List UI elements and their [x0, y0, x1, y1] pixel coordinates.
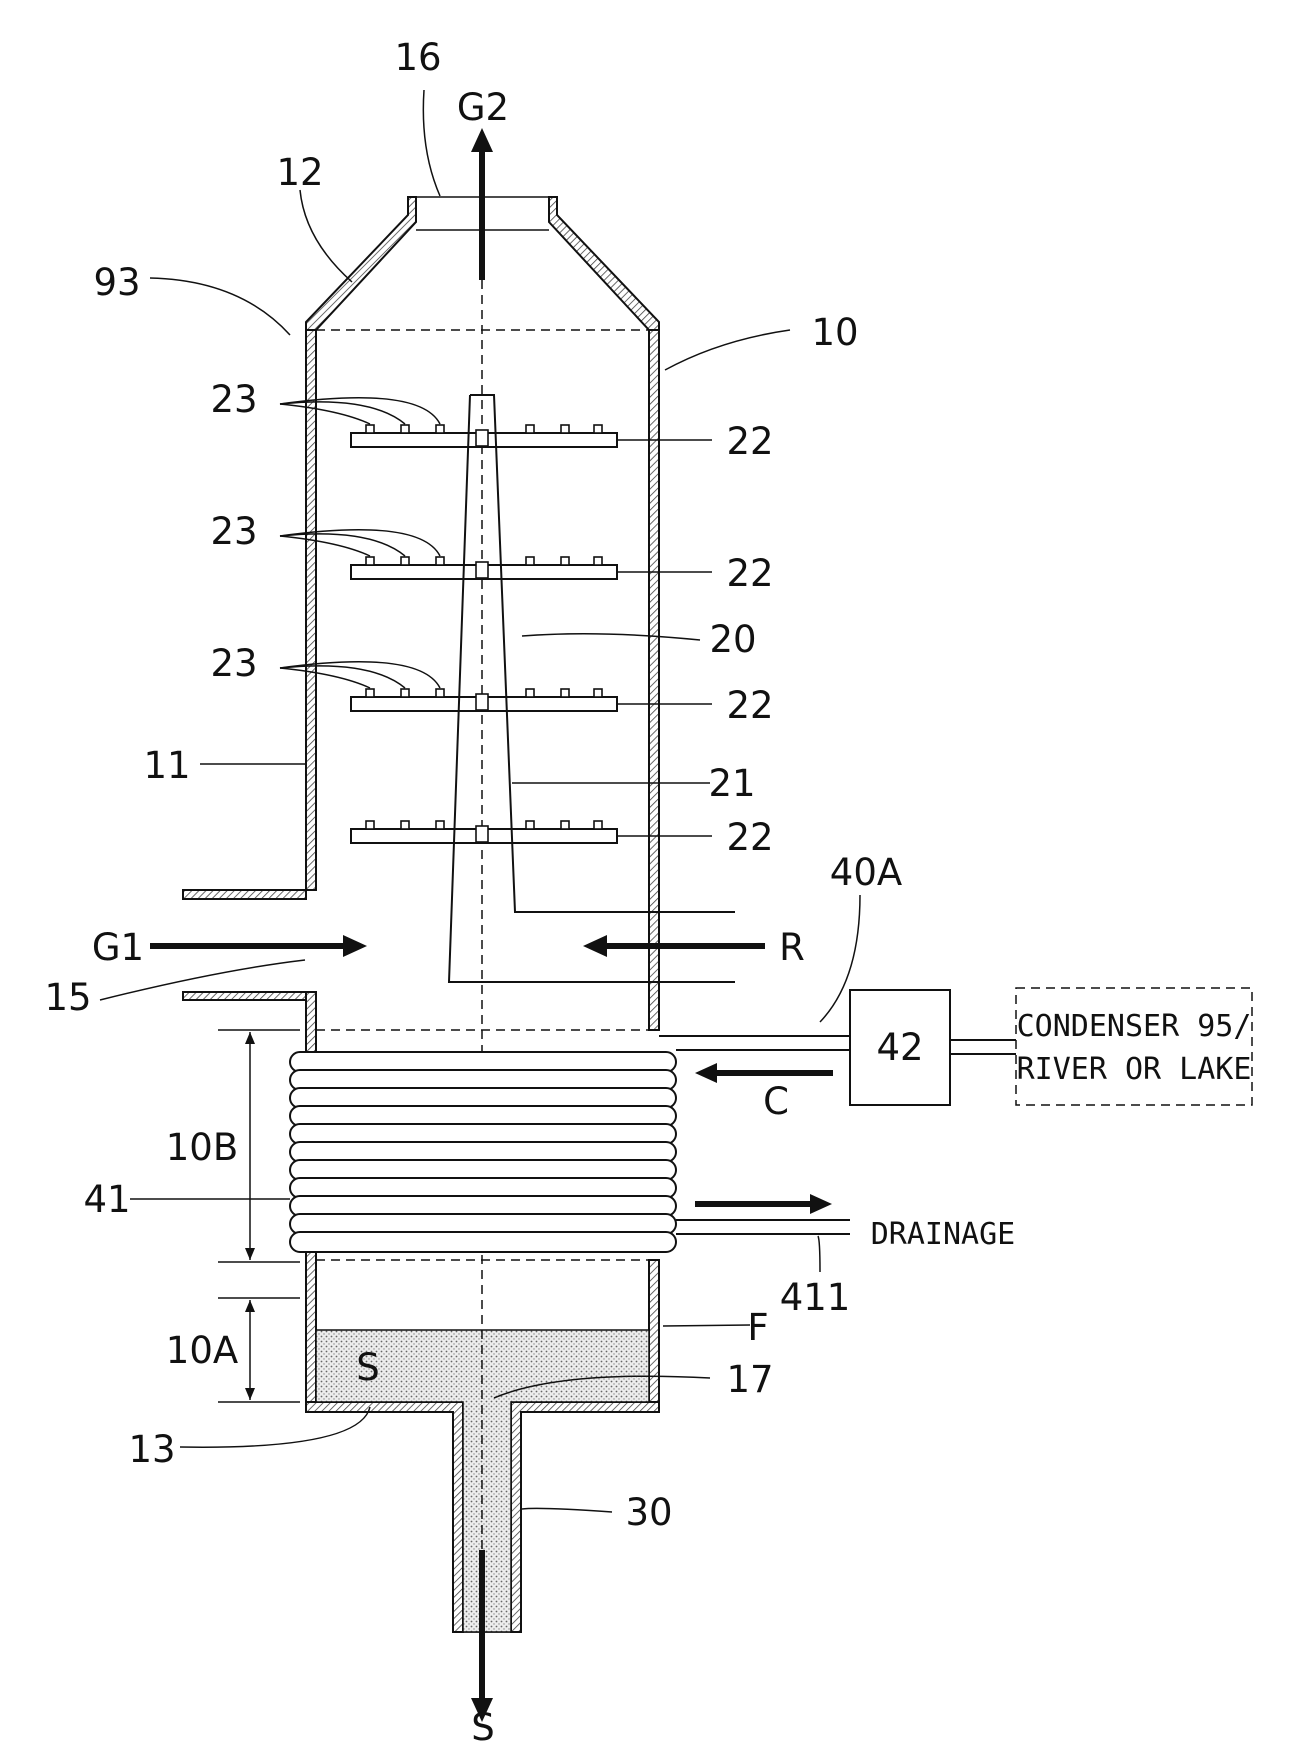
label-23-b: 23	[210, 510, 257, 553]
label-10: 10	[811, 311, 858, 354]
label-c: C	[763, 1080, 789, 1123]
label-22-a: 22	[726, 420, 773, 463]
spray-lance	[351, 395, 735, 982]
label-13: 13	[128, 1428, 175, 1471]
label-10b: 10B	[166, 1126, 238, 1169]
arrowhead-g1	[343, 935, 367, 957]
label-22-b: 22	[726, 552, 773, 595]
arrowhead-r	[583, 935, 607, 957]
label-21: 21	[708, 762, 755, 805]
label-10a: 10A	[166, 1329, 238, 1372]
lance-pipe	[449, 395, 735, 982]
label-drainage: DRAINAGE	[871, 1217, 1016, 1252]
vessel-wall-right-lower	[649, 1260, 659, 1402]
condenser-text-1: CONDENSER 95/	[1017, 1009, 1252, 1044]
vessel-wall-left-upper	[306, 330, 316, 890]
vessel-top-wall-right	[549, 197, 659, 330]
label-f: F	[747, 1306, 768, 1349]
label-s-inner: S	[356, 1346, 380, 1389]
label-22-c: 22	[726, 684, 773, 727]
label-20: 20	[709, 618, 756, 661]
label-r: R	[779, 926, 805, 969]
cooling-coil	[290, 1052, 676, 1252]
inlet-duct-upper	[183, 890, 306, 899]
label-g1: G1	[92, 926, 144, 969]
inlet-duct-lower	[183, 992, 306, 1000]
arrowhead-drainage	[810, 1194, 832, 1214]
label-93: 93	[93, 261, 140, 304]
condenser-box	[1016, 988, 1252, 1105]
arrowhead-g2	[471, 128, 493, 152]
label-30: 30	[625, 1491, 672, 1534]
vessel-wall-right-upper	[649, 330, 659, 1030]
label-12: 12	[276, 151, 323, 194]
label-16: 16	[394, 36, 441, 79]
arrowhead-c	[695, 1063, 717, 1083]
label-17: 17	[726, 1358, 773, 1401]
label-411: 411	[780, 1276, 851, 1319]
label-11: 11	[143, 744, 190, 787]
label-22-d: 22	[726, 816, 773, 859]
condenser-text-2: RIVER OR LAKE	[1017, 1052, 1252, 1087]
vessel-bottom-wall	[306, 1402, 463, 1632]
label-g2: G2	[457, 86, 509, 129]
label-15: 15	[44, 976, 91, 1019]
label-42: 42	[876, 1026, 923, 1069]
label-40a: 40A	[830, 851, 902, 894]
label-41: 41	[83, 1178, 130, 1221]
label-23-c: 23	[210, 642, 257, 685]
label-23-a: 23	[210, 378, 257, 421]
label-s-out: S	[471, 1706, 495, 1746]
vessel-top-wall-left	[306, 197, 416, 330]
